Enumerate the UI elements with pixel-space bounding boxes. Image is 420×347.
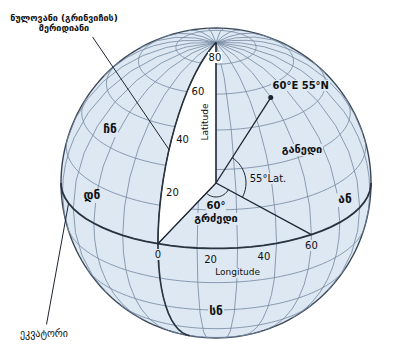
point-marker (268, 95, 273, 100)
radius-line (215, 43, 216, 183)
term-label: გრძედი (193, 213, 239, 225)
latitude-number: 80 (208, 52, 223, 63)
angle-arc (206, 190, 228, 197)
longitude-number: 40 (257, 251, 272, 262)
prime-meridian (158, 43, 216, 336)
globe-outline (61, 28, 371, 338)
leader-line (46, 203, 68, 324)
radius-line (216, 183, 311, 235)
latitude-number: 40 (175, 134, 190, 145)
hemisphere-label: სნ (208, 305, 224, 318)
graticule (61, 28, 371, 338)
meridian-caption: ნულოვანი (გრინვიჩის) მერიდიანი (7, 14, 121, 34)
angle-arc (232, 158, 246, 198)
term-label: განედი (281, 144, 324, 156)
hemisphere-label: ან (337, 193, 352, 206)
longitude-number: 60 (304, 240, 319, 251)
equator-line (61, 183, 371, 248)
latitude-number: 20 (165, 187, 180, 198)
longitude-number: 20 (203, 254, 218, 265)
axis-title: Latitude (201, 102, 211, 141)
angle-label: 55°Lat. (249, 173, 288, 184)
latitude-number: 60 (191, 86, 206, 97)
hemisphere-label: ჩნ (102, 123, 118, 136)
axis-title: Longitude (214, 268, 261, 278)
equator-caption: ეკვატორი (19, 328, 69, 339)
hemisphere-label: დნ (83, 189, 102, 202)
angle-label: 60° (206, 200, 227, 211)
leader-line (93, 37, 170, 150)
longitude-number: 0 (154, 249, 162, 260)
coordinate-label: 60°E 55°N (271, 80, 330, 91)
